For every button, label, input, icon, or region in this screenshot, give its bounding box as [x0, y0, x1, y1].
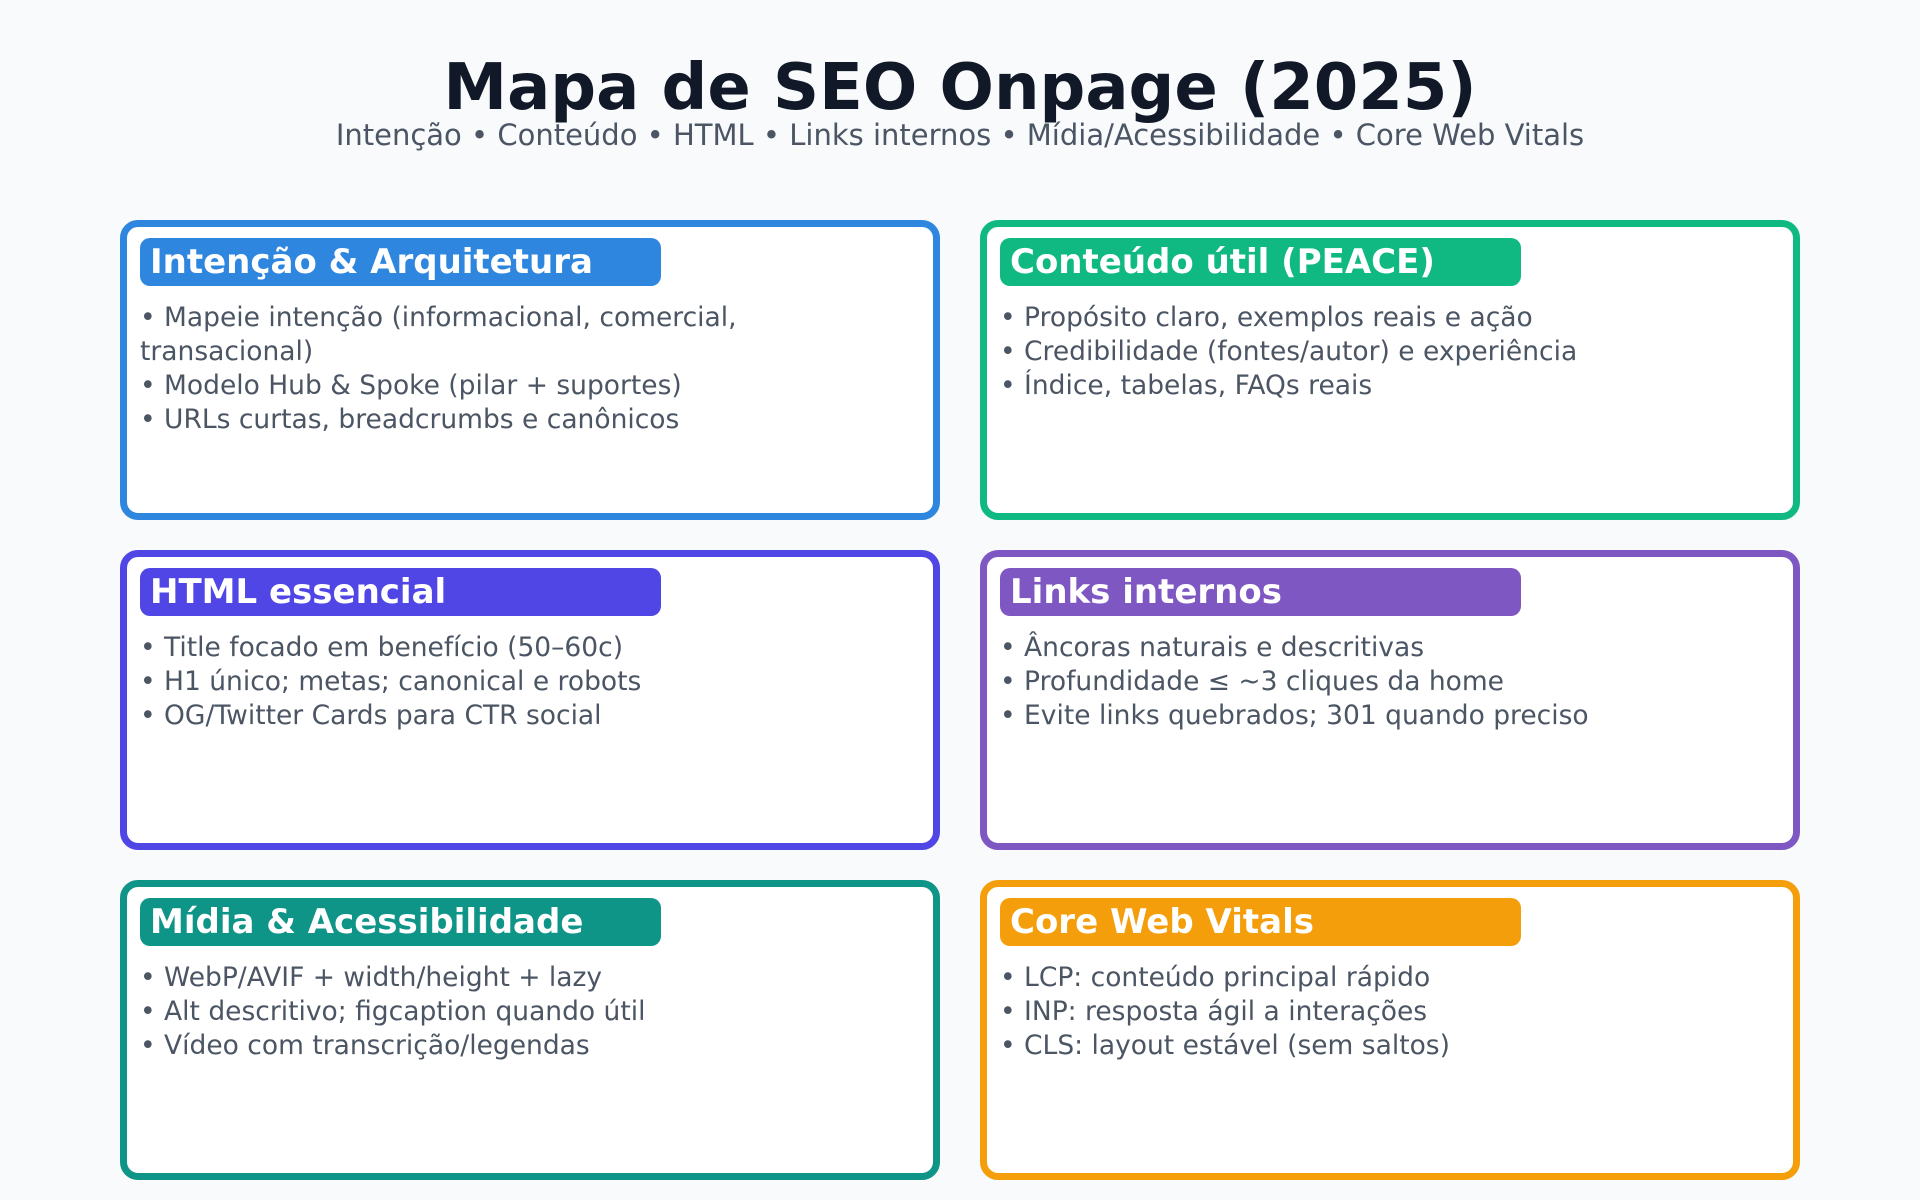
- list-item: • CLS: layout estável (sem saltos): [1000, 1030, 1450, 1061]
- card-item-list: • WebP/AVIF + width/height + lazy • Alt …: [140, 961, 840, 1063]
- card-item-list: • Title focado em benefício (50–60c) • H…: [140, 631, 840, 733]
- list-item: • OG/Twitter Cards para CTR social: [140, 700, 602, 731]
- list-item: • Propósito claro, exemplos reais e ação: [1000, 302, 1533, 333]
- list-item: • H1 único; metas; canonical e robots: [140, 666, 642, 697]
- card-intencao-arquitetura: Intenção & Arquitetura • Mapeie intenção…: [120, 220, 940, 520]
- card-item-list: • Âncoras naturais e descritivas • Profu…: [1000, 631, 1700, 733]
- page-subtitle: Intenção • Conteúdo • HTML • Links inter…: [335, 118, 1585, 152]
- card-item-list: • Propósito claro, exemplos reais e ação…: [1000, 301, 1700, 403]
- card-links-internos: Links internos • Âncoras naturais e desc…: [980, 550, 1800, 850]
- list-item: • Modelo Hub & Spoke (pilar + suportes): [140, 370, 682, 401]
- card-title-pill: Core Web Vitals: [1000, 898, 1521, 946]
- list-item: • Evite links quebrados; 301 quando prec…: [1000, 700, 1589, 731]
- card-item-list: • LCP: conteúdo principal rápido • INP: …: [1000, 961, 1700, 1063]
- card-title-pill: Intenção & Arquitetura: [140, 238, 661, 286]
- card-item-list: • Mapeie intenção (informacional, comerc…: [140, 301, 840, 437]
- list-item: • Índice, tabelas, FAQs reais: [1000, 370, 1373, 401]
- list-item: • Credibilidade (fontes/autor) e experiê…: [1000, 336, 1578, 367]
- list-item: • LCP: conteúdo principal rápido: [1000, 962, 1431, 993]
- card-title-pill: Mídia & Acessibilidade: [140, 898, 661, 946]
- list-item: • Profundidade ≤ ~3 cliques da home: [1000, 666, 1504, 697]
- card-conteudo-util: Conteúdo útil (PEACE) • Propósito claro,…: [980, 220, 1800, 520]
- list-item: • Title focado em benefício (50–60c): [140, 632, 624, 663]
- list-item: • URLs curtas, breadcrumbs e canônicos: [140, 404, 680, 435]
- list-item: • INP: resposta ágil a interações: [1000, 996, 1428, 1027]
- card-title-pill: HTML essencial: [140, 568, 661, 616]
- card-midia-acessibilidade: Mídia & Acessibilidade • WebP/AVIF + wid…: [120, 880, 940, 1180]
- card-html-essencial: HTML essencial • Title focado em benefíc…: [120, 550, 940, 850]
- list-item: • Vídeo com transcrição/legendas: [140, 1030, 590, 1061]
- page-title: Mapa de SEO Onpage (2025): [443, 51, 1477, 125]
- list-item: • WebP/AVIF + width/height + lazy: [140, 962, 603, 993]
- list-item: • Âncoras naturais e descritivas: [1000, 632, 1425, 663]
- list-item: • Alt descritivo; figcaption quando útil: [140, 996, 646, 1027]
- list-item: • Mapeie intenção (informacional, comerc…: [140, 302, 737, 367]
- card-title-pill: Links internos: [1000, 568, 1521, 616]
- card-title-pill: Conteúdo útil (PEACE): [1000, 238, 1521, 286]
- card-core-web-vitals: Core Web Vitals • LCP: conteúdo principa…: [980, 880, 1800, 1180]
